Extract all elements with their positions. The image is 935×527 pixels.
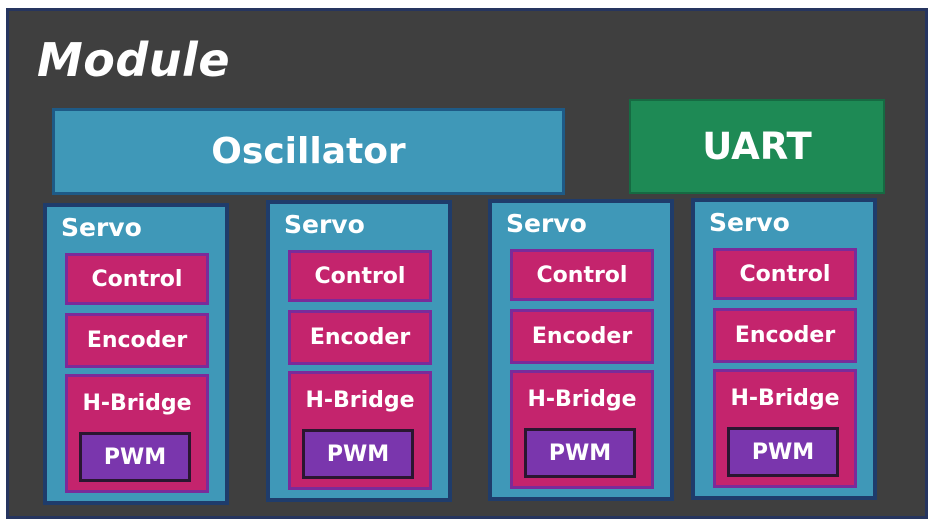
servo-block-2: Servo Control Encoder H-Bridge PWM (266, 200, 452, 502)
h-bridge-label: H-Bridge (527, 387, 637, 412)
h-bridge-label: H-Bridge (305, 388, 415, 413)
encoder-block: Encoder (713, 308, 857, 363)
servo-label: Servo (284, 210, 365, 239)
h-bridge-block: H-Bridge PWM (510, 370, 654, 489)
control-block: Control (65, 253, 209, 305)
module-container: Module Oscillator UART Servo Control Enc… (6, 8, 928, 519)
encoder-block: Encoder (65, 313, 209, 368)
encoder-block: Encoder (288, 310, 432, 365)
control-block: Control (713, 248, 857, 300)
control-block: Control (510, 249, 654, 301)
pwm-block: PWM (727, 427, 839, 477)
servo-label: Servo (61, 213, 142, 242)
h-bridge-block: H-Bridge PWM (288, 371, 432, 490)
module-title: Module (37, 33, 231, 87)
servo-label: Servo (506, 209, 587, 238)
control-block: Control (288, 250, 432, 302)
h-bridge-block: H-Bridge PWM (713, 369, 857, 488)
uart-block: UART (629, 99, 885, 194)
oscillator-block: Oscillator (52, 108, 565, 195)
pwm-block: PWM (79, 432, 191, 482)
h-bridge-label: H-Bridge (82, 391, 192, 416)
servo-block-1: Servo Control Encoder H-Bridge PWM (43, 203, 229, 505)
encoder-block: Encoder (510, 309, 654, 364)
pwm-block: PWM (302, 429, 414, 479)
pwm-block: PWM (524, 428, 636, 478)
h-bridge-label: H-Bridge (730, 386, 840, 411)
servo-label: Servo (709, 208, 790, 237)
h-bridge-block: H-Bridge PWM (65, 374, 209, 493)
servo-block-4: Servo Control Encoder H-Bridge PWM (691, 198, 877, 500)
servo-block-3: Servo Control Encoder H-Bridge PWM (488, 199, 674, 501)
